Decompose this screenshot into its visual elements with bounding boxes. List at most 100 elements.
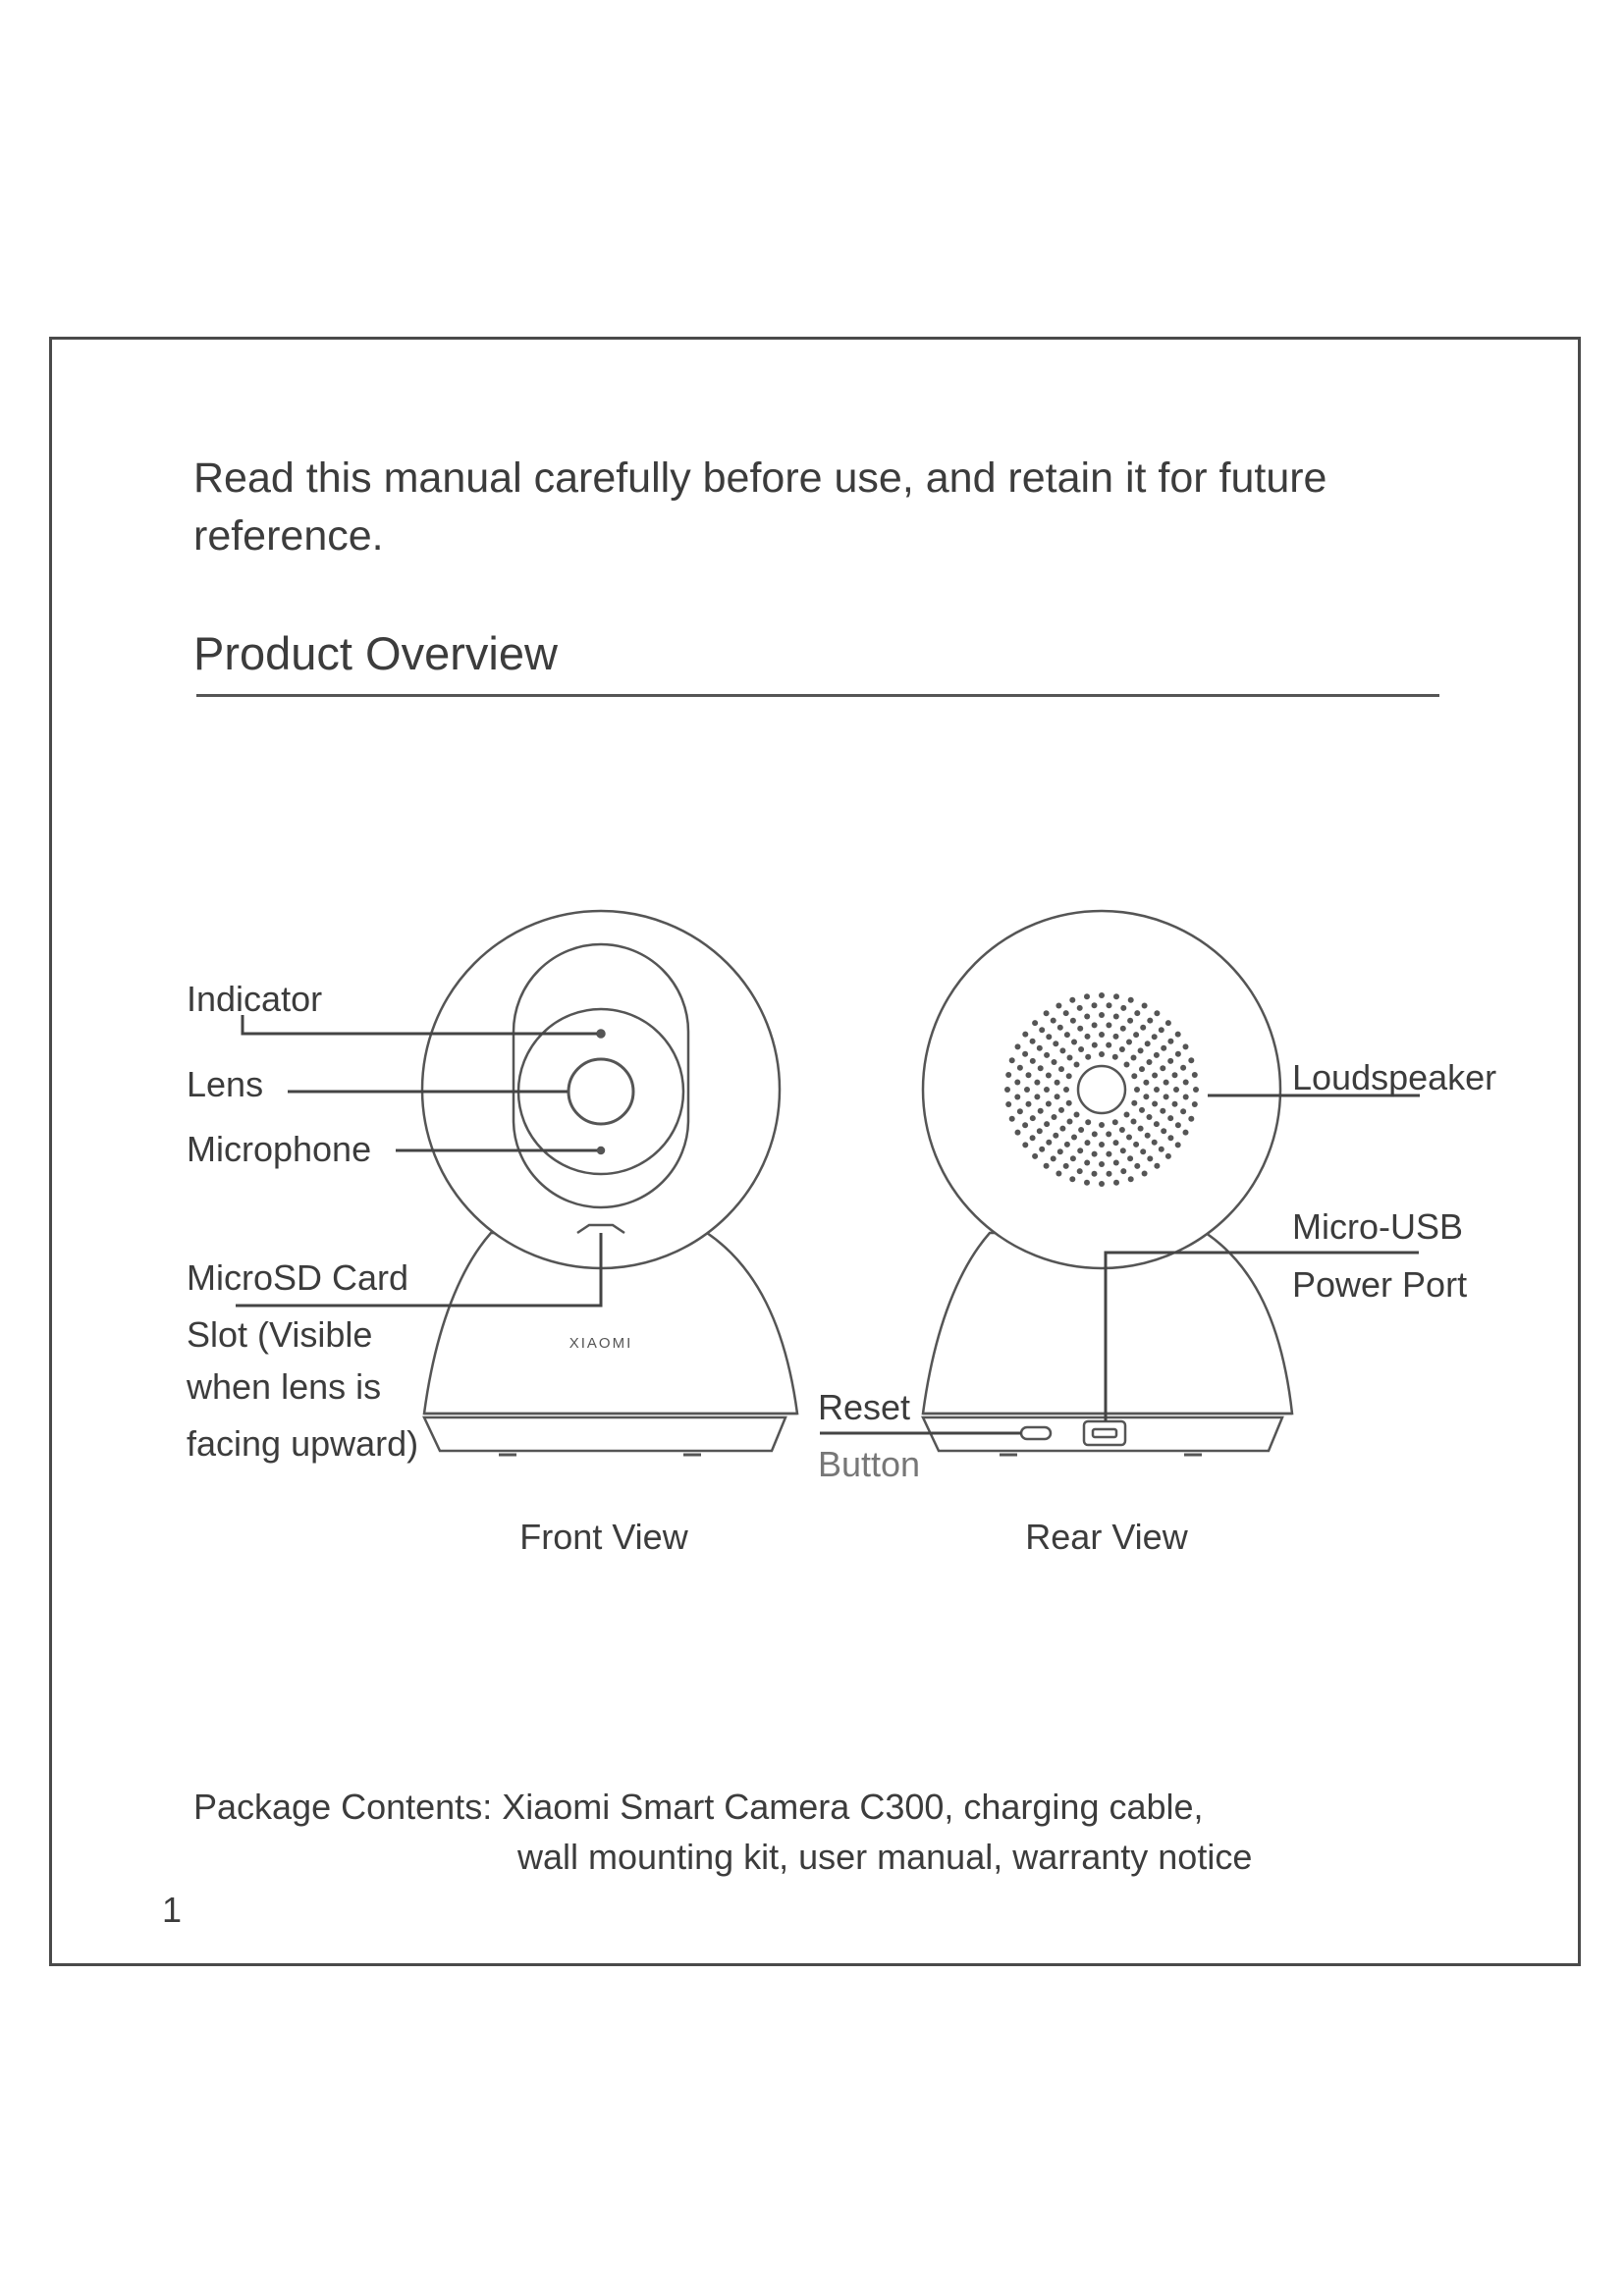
speaker-hole <box>1143 1079 1150 1086</box>
speaker-hole <box>1106 1170 1112 1177</box>
speaker-hole <box>1193 1087 1199 1093</box>
speaker-hole <box>1130 1054 1137 1061</box>
speaker-hole <box>1076 1168 1083 1175</box>
speaker-hole <box>1046 1034 1053 1041</box>
speaker-hole <box>1029 1135 1036 1142</box>
speaker-hole <box>1133 1032 1140 1039</box>
speaker-hole <box>1167 1135 1174 1142</box>
speaker-hole <box>1043 1010 1050 1017</box>
speaker-hole <box>1084 1033 1091 1040</box>
speaker-hole <box>1099 1051 1105 1057</box>
speaker-hole <box>1077 1025 1084 1032</box>
speaker-hole <box>1182 1043 1189 1050</box>
speaker-hole <box>1164 1152 1171 1159</box>
speaker-hole <box>1152 1072 1159 1079</box>
speaker-hole <box>1056 1024 1063 1031</box>
speaker-hole <box>1029 1115 1036 1122</box>
speaker-hole <box>1022 1031 1029 1038</box>
speaker-hole <box>1106 1150 1112 1157</box>
speaker-hole <box>1024 1087 1030 1093</box>
speaker-hole <box>1063 1032 1070 1039</box>
speaker-hole <box>1111 1119 1118 1126</box>
speaker-hole <box>1043 1162 1050 1169</box>
speaker-hole <box>1158 1146 1164 1152</box>
speaker-hole <box>1099 1142 1105 1148</box>
speaker-hole <box>1140 1024 1147 1031</box>
speaker-hole <box>1032 1020 1039 1027</box>
speaker-hole <box>1053 1132 1059 1139</box>
speaker-hole <box>1076 1004 1083 1011</box>
speaker-hole <box>1134 1010 1141 1017</box>
speaker-hole <box>1065 1099 1072 1106</box>
speaker-hole <box>1045 1072 1052 1079</box>
label-lens: Lens <box>187 1064 263 1104</box>
speaker-hole <box>1119 1148 1126 1154</box>
speaker-hole <box>1004 1087 1010 1093</box>
package-items-1: Xiaomi Smart Camera C300, charging cable… <box>502 1787 1204 1827</box>
speaker-hole <box>1039 1027 1046 1034</box>
speaker-hole <box>1127 1176 1134 1183</box>
speaker-hole <box>1141 1002 1148 1009</box>
label-microphone: Microphone <box>187 1129 371 1169</box>
speaker-hole <box>1174 1050 1181 1057</box>
speaker-hole <box>1054 1094 1060 1100</box>
speaker-hole <box>1143 1094 1150 1100</box>
speaker-hole <box>1111 1053 1118 1060</box>
speaker-hole <box>1171 1072 1178 1079</box>
speaker-hole <box>1099 1122 1105 1128</box>
speaker-hole <box>1131 1099 1138 1106</box>
speaker-hole <box>1066 1118 1073 1125</box>
speaker-hole <box>1014 1094 1021 1100</box>
speaker-hole <box>1133 1141 1140 1148</box>
speaker-hole <box>1112 1033 1119 1040</box>
speaker-hole <box>1164 1020 1171 1027</box>
speaker-hole <box>1044 1087 1050 1093</box>
speaker-hole <box>1037 1065 1044 1072</box>
speaker-hole <box>1099 1012 1105 1018</box>
package-items-2: wall mounting kit, user manual, warranty… <box>517 1837 1253 1877</box>
speaker-hole <box>1084 1140 1091 1147</box>
speaker-hole <box>1099 992 1105 998</box>
speaker-hole <box>1152 1100 1159 1107</box>
speaker-hole <box>1016 1108 1023 1115</box>
speaker-hole <box>1146 1059 1153 1065</box>
speaker-hole <box>1137 1125 1144 1132</box>
rear-camera-illustration <box>921 909 1294 1457</box>
speaker-hole <box>1106 1041 1112 1048</box>
speaker-hole <box>1056 1170 1062 1177</box>
caption-rear-view: Rear View <box>1025 1517 1188 1557</box>
speaker-hole <box>1014 1129 1021 1136</box>
label-indicator: Indicator <box>187 979 322 1019</box>
caption-front-view: Front View <box>519 1517 688 1557</box>
speaker-hole <box>1059 1047 1066 1054</box>
speaker-hole <box>1085 1119 1092 1126</box>
speaker-hole <box>1127 1017 1134 1024</box>
speaker-hole <box>1053 1041 1059 1047</box>
speaker-hole <box>1045 1100 1052 1107</box>
package-label: Package Contents: <box>193 1787 493 1827</box>
speaker-hole <box>1127 1155 1134 1162</box>
speaker-hole <box>1029 1038 1036 1044</box>
speaker-hole <box>1016 1064 1023 1071</box>
speaker-hole <box>1062 1162 1069 1169</box>
speaker-hole <box>1123 1111 1130 1118</box>
speaker-hole <box>1188 1057 1195 1064</box>
speaker-hole <box>1022 1142 1029 1148</box>
speaker-hole <box>1113 1179 1119 1186</box>
speaker-hole <box>1014 1043 1021 1050</box>
speaker-hole <box>1147 1155 1154 1162</box>
speaker-hole <box>1182 1094 1189 1100</box>
speaker-hole <box>1050 1155 1056 1162</box>
speaker-hole <box>1066 1054 1073 1061</box>
speaker-hole <box>1069 1176 1076 1183</box>
speaker-hole <box>1084 1013 1091 1020</box>
label-microsd-line1: MicroSD Card <box>187 1257 408 1298</box>
speaker-hole <box>1014 1079 1021 1086</box>
speaker-hole <box>1078 1127 1085 1133</box>
speaker-hole <box>1126 1039 1132 1045</box>
speaker-hole <box>1120 1004 1127 1011</box>
speaker-hole <box>1180 1108 1187 1115</box>
page-frame <box>49 337 1581 1966</box>
speaker-hole <box>1034 1094 1041 1100</box>
